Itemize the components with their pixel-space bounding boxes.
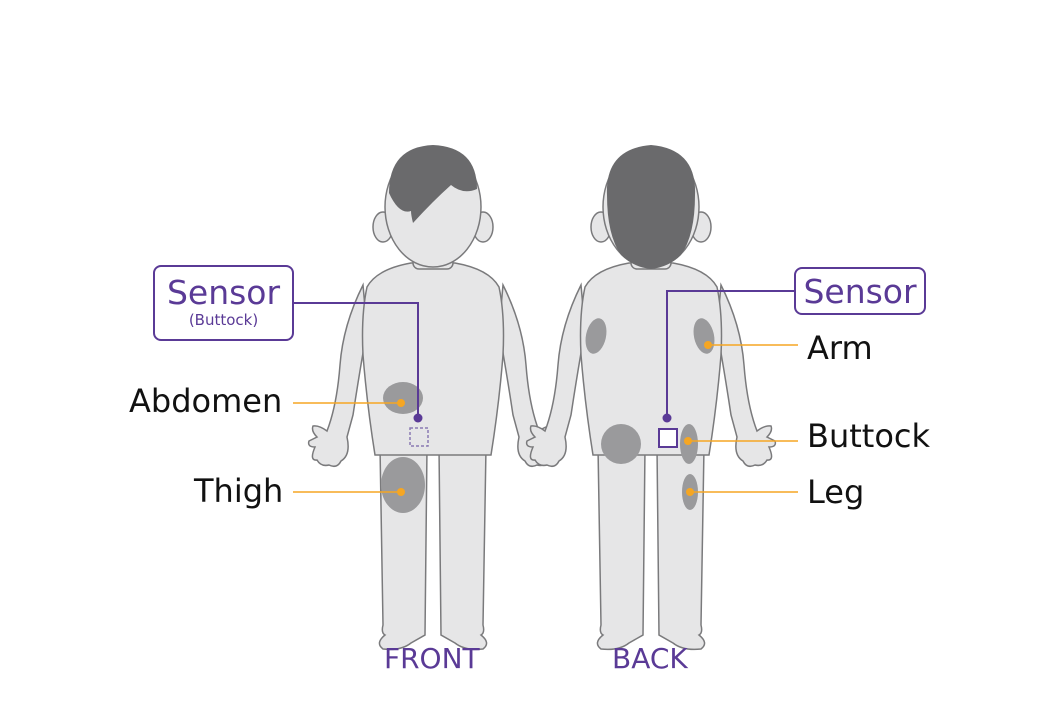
buttock-site-patch-left xyxy=(601,424,641,464)
buttock-label: Buttock xyxy=(807,420,930,452)
back-sensor-callout: Sensor xyxy=(794,267,926,315)
front-sensor-callout: Sensor (Buttock) xyxy=(153,265,294,341)
front-body-silhouette xyxy=(309,147,558,649)
thigh-label: Thigh xyxy=(194,475,283,507)
arm-leader-dot xyxy=(704,341,712,349)
front-sensor-leader-dot xyxy=(414,414,423,423)
thigh-leader-dot xyxy=(397,488,405,496)
leg-label: Leg xyxy=(807,476,864,508)
back-view-label: BACK xyxy=(612,645,688,673)
front-view-label: FRONT xyxy=(384,645,480,673)
arm-label: Arm xyxy=(807,332,873,364)
leg-leader-dot xyxy=(686,488,694,496)
abdomen-label: Abdomen xyxy=(129,385,282,417)
back-figure xyxy=(527,145,776,649)
thigh-site-patch xyxy=(381,457,425,513)
back-hair xyxy=(607,145,695,269)
back-sensor-leader-dot xyxy=(663,414,672,423)
back-sensor-title: Sensor xyxy=(796,275,924,308)
abdomen-leader-dot xyxy=(397,399,405,407)
back-sensor-square xyxy=(659,429,677,447)
front-figure xyxy=(309,145,558,649)
buttock-leader-dot xyxy=(684,437,692,445)
front-sensor-title: Sensor xyxy=(155,276,292,309)
front-sensor-subtitle: (Buttock) xyxy=(155,313,292,328)
